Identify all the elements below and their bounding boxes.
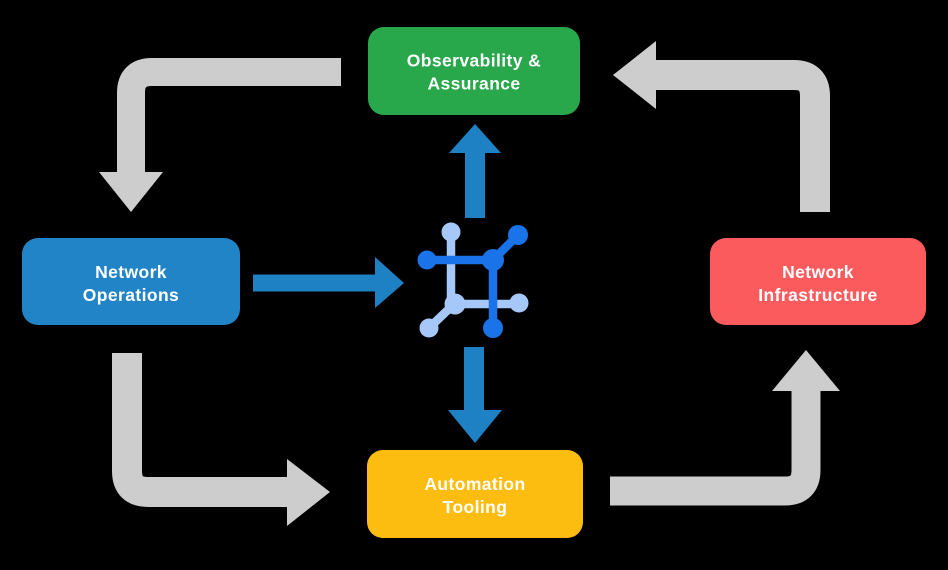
arrow-automation-to-infrastructure-shaft — [610, 391, 821, 506]
arrow-platform-to-automation-head — [448, 410, 502, 443]
arrow-operations-to-automation-head — [287, 459, 330, 526]
node-observability-assurance — [368, 27, 580, 115]
icon-bottomleft-node — [419, 318, 439, 338]
arrow-infrastructure-to-observability-head — [613, 41, 656, 109]
arrow-observability-to-operations-shaft — [117, 58, 341, 174]
icon-bottom-node — [483, 318, 503, 338]
node-automation-tooling — [367, 450, 583, 538]
operations-label-line1: Network — [95, 262, 167, 282]
icon-topright-node — [508, 225, 528, 245]
automation-label-line1: Automation — [424, 474, 525, 494]
node-network-infrastructure — [710, 238, 926, 325]
infrastructure-label-line2: Infrastructure — [758, 285, 877, 305]
icon-bottomleft-joint — [444, 293, 466, 315]
icon-right-node — [509, 293, 529, 313]
automation-label-line2: Tooling — [443, 497, 508, 517]
network-platform-icon — [417, 222, 529, 338]
arrow-operations-to-platform-head — [375, 257, 404, 308]
observability-label-line1: Observability & — [407, 51, 541, 71]
arrow-automation-to-infrastructure-head — [772, 350, 840, 391]
icon-top-node — [441, 222, 461, 242]
node-network-operations — [22, 238, 240, 325]
icon-left-node — [417, 250, 437, 270]
arrow-platform-to-observability-head — [449, 124, 501, 153]
operations-label-line2: Operations — [83, 285, 179, 305]
infrastructure-label-line1: Network — [782, 262, 854, 282]
arrow-operations-to-automation-shaft — [112, 353, 289, 507]
arrow-infrastructure-to-observability-shaft — [656, 60, 830, 212]
arrow-observability-to-operations-head — [99, 172, 163, 212]
observability-label-line2: Assurance — [427, 74, 520, 94]
icon-topright-joint — [482, 249, 504, 271]
